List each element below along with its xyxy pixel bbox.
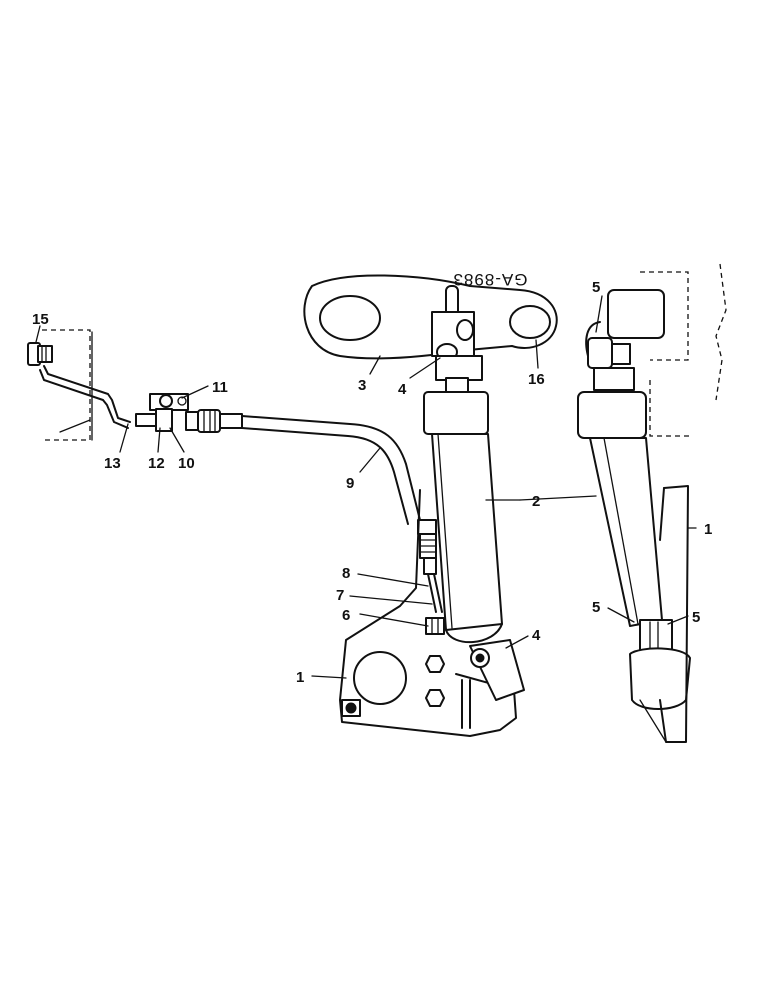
callout-13: 13 (104, 455, 121, 472)
frame-right-dashed (640, 263, 727, 437)
callout-4-bottom: 4 (532, 627, 541, 644)
mounting-bracket-1-right (639, 485, 689, 743)
mounting-bracket-1-left (339, 489, 517, 737)
callout-10: 10 (178, 455, 195, 472)
callout-4-top: 4 (398, 381, 407, 398)
drawing-code: GA-8983 (452, 270, 527, 289)
lift-cylinder-2-side (577, 391, 691, 710)
drawing-code-label: GA-8983 (452, 270, 527, 289)
callout-1-left: 1 (296, 669, 304, 686)
callout-8: 8 (342, 565, 350, 582)
leader-lines (35, 295, 697, 679)
cylinder-rod-upper (431, 285, 483, 397)
tube-clamp-10-12 (135, 393, 189, 432)
callout-16: 16 (528, 371, 545, 388)
callout-3: 3 (358, 377, 366, 394)
hose-lower-fitting-8 (417, 519, 443, 613)
callout-1-right: 1 (704, 521, 712, 538)
callout-5-left: 5 (592, 599, 600, 616)
callout-labels: 15 11 13 12 10 9 3 4 16 5 2 1 8 7 6 4 1 … (32, 279, 712, 686)
elbow-fitting-15 (27, 342, 53, 366)
callout-5-right: 5 (692, 609, 700, 626)
callout-6: 6 (342, 607, 350, 624)
fitting-6 (425, 617, 445, 635)
callout-15: 15 (32, 311, 49, 328)
hose-end-fitting (185, 409, 243, 433)
callout-5-top: 5 (592, 279, 600, 296)
callout-2: 2 (532, 493, 540, 510)
pin-clevis-lower (469, 639, 525, 701)
mounting-plate-left (42, 329, 93, 441)
hydraulic-hose-9 (241, 415, 421, 525)
callout-9: 9 (346, 475, 354, 492)
callout-11: 11 (212, 379, 228, 396)
callout-12: 12 (148, 455, 165, 472)
upper-pivot-block-right (585, 289, 665, 391)
callout-7: 7 (336, 587, 344, 604)
hydraulic-tube-13 (39, 365, 131, 429)
lift-cylinder-2 (423, 391, 503, 643)
